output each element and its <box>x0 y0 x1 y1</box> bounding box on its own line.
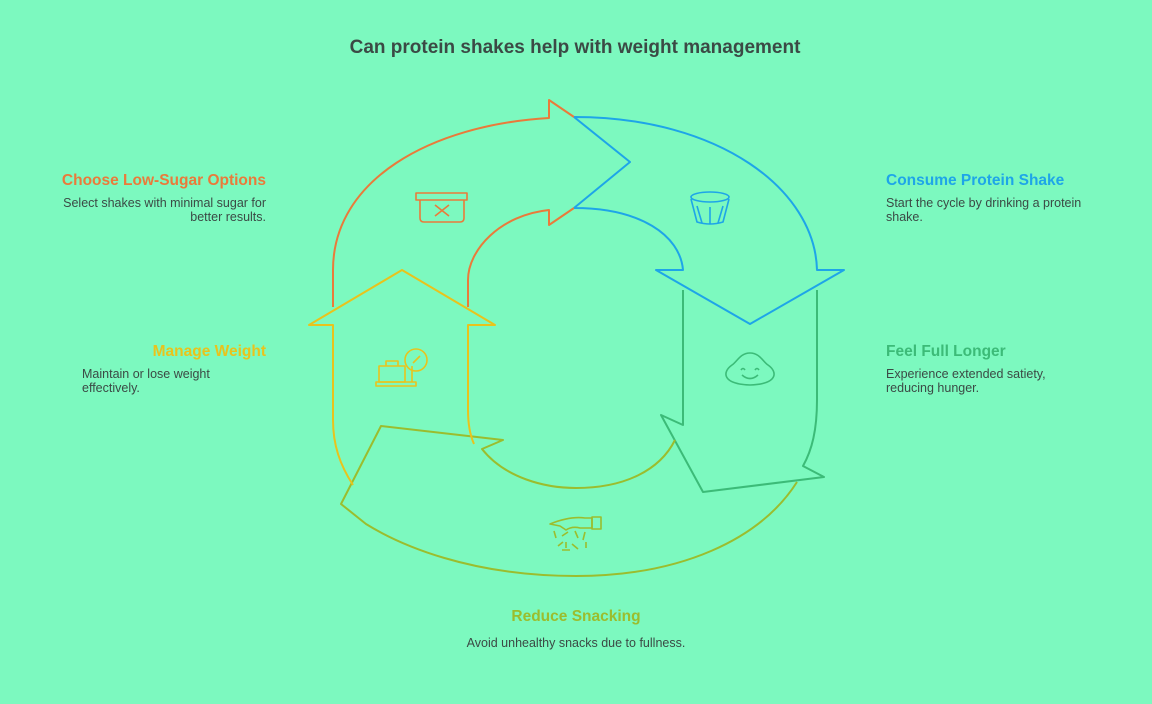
step-feel-full: Feel Full Longer Experience extended sat… <box>886 343 1086 395</box>
step-choose-low-sugar: Choose Low-Sugar Options Select shakes w… <box>40 172 266 224</box>
container-x-icon <box>415 192 468 223</box>
arrow-feel-full <box>660 290 825 493</box>
step-title: Choose Low-Sugar Options <box>61 172 266 189</box>
glass-icon <box>690 191 730 225</box>
luggage-scale-icon <box>375 348 428 387</box>
step-title: Consume Protein Shake <box>886 172 1065 189</box>
step-reduce-snacking: Reduce Snacking Avoid unhealthy snacks d… <box>466 608 686 650</box>
hand-sprinkle-icon <box>549 516 602 551</box>
diagram-title: Can protein shakes help with weight mana… <box>349 37 801 58</box>
step-title: Manage Weight <box>152 343 266 360</box>
step-description: Experience extended satiety, reducing hu… <box>886 367 1046 395</box>
step-title: Reduce Snacking <box>511 608 641 625</box>
arrow-consume-shake <box>573 116 845 325</box>
step-manage-weight: Manage Weight Maintain or lose weight ef… <box>82 343 266 395</box>
arrow-manage-weight <box>308 269 496 486</box>
step-description: Select shakes with minimal sugar for bet… <box>63 196 266 224</box>
step-consume-shake: Consume Protein Shake Start the cycle by… <box>886 172 1106 224</box>
step-description: Start the cycle by drinking a protein sh… <box>886 196 1082 224</box>
step-description: Avoid unhealthy snacks due to fullness. <box>466 636 686 650</box>
smiling-blob-icon <box>725 352 775 386</box>
step-description: Maintain or lose weight effectively. <box>82 367 210 395</box>
arrow-choose-low-sugar <box>332 99 575 307</box>
step-title: Feel Full Longer <box>886 343 1006 360</box>
arrow-reduce-snacking <box>340 425 798 577</box>
